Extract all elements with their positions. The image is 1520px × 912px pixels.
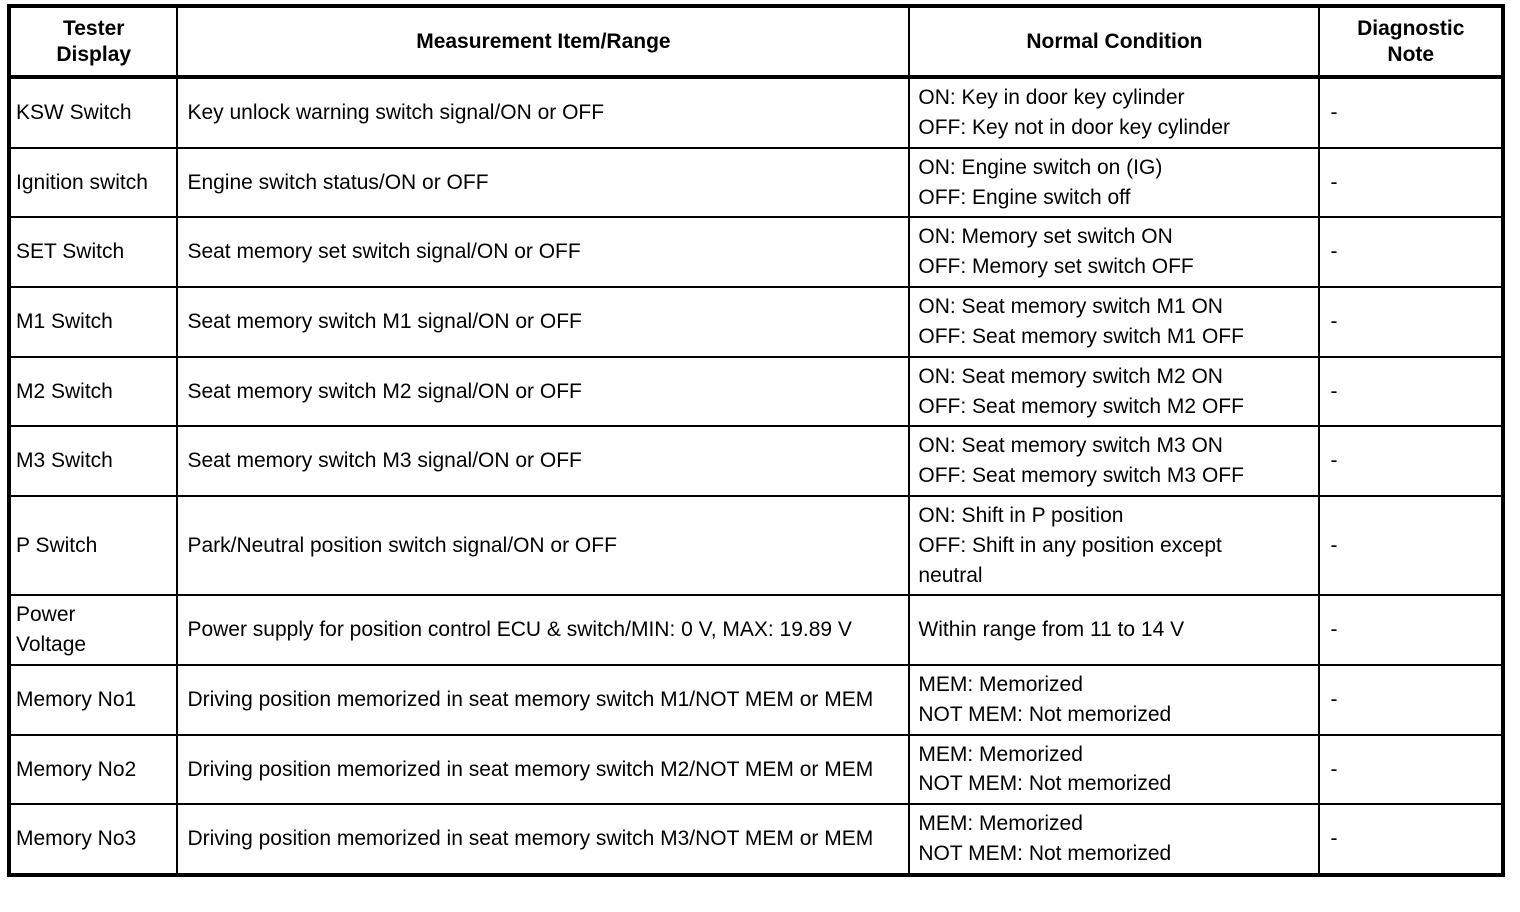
normal-condition-line: NOT MEM: Not memorized <box>918 702 1172 726</box>
normal-condition-line: ON: Shift in P position <box>918 503 1124 527</box>
cell-diagnostic-note: - <box>1319 217 1503 289</box>
cell-normal-condition: MEM: Memorized NOT MEM: Not memorized <box>909 734 1321 806</box>
cell-tester-display: Memory No1 <box>9 665 179 736</box>
table-row: Memory No2 Driving position memorized in… <box>9 734 1503 806</box>
column-header-tester-display-line1: Tester <box>62 17 125 40</box>
column-header-measurement-item-range: Measurement Item/Range <box>177 6 911 80</box>
cell-tester-display-line2: Voltage <box>16 633 87 657</box>
column-header-measurement-label: Measurement Item/Range <box>416 29 671 53</box>
normal-condition-line: ON: Seat memory switch M3 ON <box>918 434 1223 458</box>
cell-tester-display-line1: Power <box>16 603 76 627</box>
column-header-tester-display: Tester Display <box>9 6 179 80</box>
tester-display-data-table: Tester Display Measurement Item/Range No… <box>7 4 1505 877</box>
table-header-row: Tester Display Measurement Item/Range No… <box>9 6 1503 80</box>
cell-normal-condition: ON: Engine switch on (IG) OFF: Engine sw… <box>909 147 1321 219</box>
cell-tester-display: Memory No3 <box>9 804 179 875</box>
normal-condition-line: OFF: Seat memory switch M3 OFF <box>918 464 1244 488</box>
cell-measurement: Seat memory switch M1 signal/ON or OFF <box>177 287 911 358</box>
normal-condition-line: OFF: Shift in any position except <box>918 533 1222 557</box>
column-header-diagnostic-note-line1: Diagnostic <box>1357 17 1465 40</box>
normal-condition-line: MEM: Memorized <box>918 673 1083 697</box>
cell-diagnostic-note: - <box>1319 287 1503 358</box>
table-row: M2 Switch Seat memory switch M2 signal/O… <box>9 356 1503 428</box>
cell-diagnostic-note: - <box>1330 827 1338 851</box>
table-row: Ignition switch Engine switch status/ON … <box>9 147 1503 219</box>
normal-condition-line: ON: Seat memory switch M2 ON <box>918 364 1223 388</box>
column-header-diagnostic-note: Diagnostic Note <box>1319 6 1503 80</box>
column-header-tester-display-line2: Display <box>56 42 132 66</box>
cell-measurement: Engine switch status/ON or OFF <box>177 147 911 219</box>
normal-condition-line: OFF: Key not in door key cylinder <box>918 116 1231 140</box>
table-row: Memory No1 Driving position memorized in… <box>9 665 1503 736</box>
table-header: Tester Display Measurement Item/Range No… <box>9 6 1503 80</box>
cell-tester-display: M3 Switch <box>9 426 179 497</box>
cell-normal-condition: ON: Memory set switch ON OFF: Memory set… <box>909 217 1321 289</box>
table-row: KSW Switch Key unlock warning switch sig… <box>9 77 1503 149</box>
normal-condition-line: MEM: Memorized <box>918 742 1083 766</box>
table-row: M3 Switch Seat memory switch M3 signal/O… <box>9 426 1503 497</box>
cell-diagnostic-note: - <box>1319 356 1503 428</box>
cell-tester-display: SET Switch <box>9 217 179 289</box>
column-header-diagnostic-note-line2: Note <box>1387 42 1435 66</box>
cell-measurement: Park/Neutral position switch signal/ON o… <box>177 495 911 597</box>
normal-condition-line: neutral <box>918 563 983 587</box>
normal-condition-line: ON: Seat memory switch M1 ON <box>918 295 1223 319</box>
cell-diagnostic-note: - <box>1319 495 1503 597</box>
cell-tester-display: M2 Switch <box>9 356 179 428</box>
normal-condition-line: NOT MEM: Not memorized <box>918 772 1172 796</box>
cell-normal-condition: ON: Seat memory switch M2 ON OFF: Seat m… <box>909 356 1321 428</box>
table-row: M1 Switch Seat memory switch M1 signal/O… <box>9 287 1503 358</box>
normal-condition-line: OFF: Memory set switch OFF <box>918 255 1194 279</box>
cell-normal-condition: ON: Seat memory switch M3 ON OFF: Seat m… <box>909 426 1321 497</box>
cell-diagnostic-note: - <box>1319 665 1503 736</box>
cell-diagnostic-note: - <box>1319 595 1503 667</box>
cell-diagnostic-note: - <box>1319 147 1503 219</box>
normal-condition-line: OFF: Engine switch off <box>918 185 1131 209</box>
cell-measurement: Power supply for position control ECU & … <box>177 595 911 667</box>
normal-condition-line: MEM: Memorized <box>918 812 1083 836</box>
normal-condition-line: NOT MEM: Not memorized <box>918 842 1172 866</box>
cell-diagnostic-note: - <box>1319 734 1503 806</box>
cell-tester-display: Memory No2 <box>9 734 179 806</box>
cell-measurement: Seat memory set switch signal/ON or OFF <box>177 217 911 289</box>
normal-condition-line: ON: Engine switch on (IG) <box>918 155 1163 179</box>
cell-diagnostic-note: - <box>1319 426 1503 497</box>
cell-normal-condition: ON: Seat memory switch M1 ON OFF: Seat m… <box>909 287 1321 358</box>
normal-condition-line: Within range from 11 to 14 V <box>918 618 1185 642</box>
cell-normal-condition: Within range from 11 to 14 V <box>909 595 1321 667</box>
table-row: Memory No3 Driving position memorized in… <box>9 804 1503 875</box>
cell-normal-condition: ON: Shift in P position OFF: Shift in an… <box>909 495 1321 597</box>
cell-tester-display: M1 Switch <box>9 287 179 358</box>
column-header-normal-condition-label: Normal Condition <box>1026 29 1203 53</box>
cell-normal-condition: MEM: Memorized NOT MEM: Not memorized <box>909 804 1321 875</box>
cell-measurement: Seat memory switch M3 signal/ON or OFF <box>177 426 911 497</box>
column-header-normal-condition: Normal Condition <box>909 6 1321 80</box>
table-row: SET Switch Seat memory set switch signal… <box>9 217 1503 289</box>
cell-normal-condition: ON: Key in door key cylinder OFF: Key no… <box>909 77 1321 149</box>
normal-condition-line: OFF: Seat memory switch M1 OFF <box>918 324 1244 348</box>
cell-tester-display: Ignition switch <box>9 147 179 219</box>
cell-tester-display: Power Voltage <box>9 595 179 667</box>
normal-condition-line: ON: Memory set switch ON <box>918 225 1173 249</box>
table-row: P Switch Park/Neutral position switch si… <box>9 495 1503 597</box>
cell-normal-condition: MEM: Memorized NOT MEM: Not memorized <box>909 665 1321 736</box>
cell-measurement: Driving position memorized in seat memor… <box>177 804 911 875</box>
table-body: KSW Switch Key unlock warning switch sig… <box>9 77 1503 875</box>
cell-measurement: Seat memory switch M2 signal/ON or OFF <box>177 356 911 428</box>
normal-condition-line: ON: Key in door key cylinder <box>918 86 1185 110</box>
cell-tester-display: P Switch <box>9 495 179 597</box>
table-row: Power Voltage Power supply for position … <box>9 595 1503 667</box>
cell-tester-display: KSW Switch <box>9 77 179 149</box>
normal-condition-line: OFF: Seat memory switch M2 OFF <box>918 394 1244 418</box>
cell-diagnostic-note: - <box>1319 77 1503 149</box>
cell-measurement: Key unlock warning switch signal/ON or O… <box>177 77 911 149</box>
cell-measurement: Driving position memorized in seat memor… <box>177 665 911 736</box>
cell-measurement: Driving position memorized in seat memor… <box>177 734 911 806</box>
